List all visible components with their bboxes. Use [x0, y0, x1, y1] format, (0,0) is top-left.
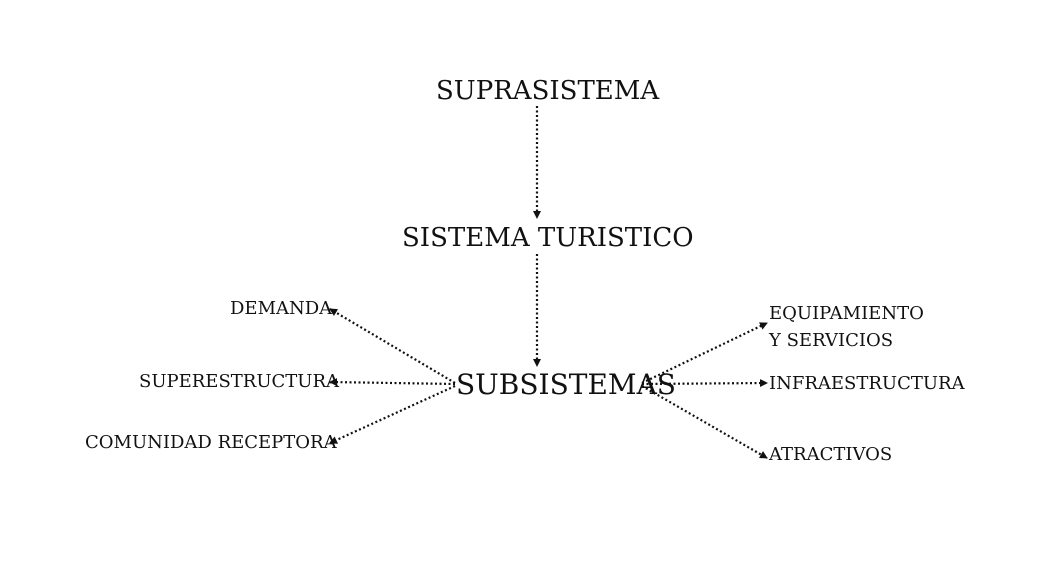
node-demanda: DEMANDA — [230, 298, 333, 319]
node-sistema-turistico: SISTEMA TURISTICO — [402, 223, 694, 253]
node-equipamiento-y-servicios: EQUIPAMIENTO Y SERVICIOS — [769, 300, 924, 354]
arrow-subsistemas-to-demanda — [329, 308, 456, 384]
node-subsistemas: SUBSISTEMAS — [456, 368, 676, 401]
arrow-subsistemas-to-atractivos — [641, 385, 768, 459]
node-infraestructura: INFRAESTRUCTURA — [769, 373, 965, 394]
node-comunidad-receptora: COMUNIDAD RECEPTORA — [85, 432, 337, 453]
node-atractivos: ATRACTIVOS — [769, 444, 893, 465]
arrow-subsistemas-to-infraestructura — [641, 379, 768, 388]
arrow-subsistemas-to-equipamiento — [641, 322, 768, 384]
node-superestructura: SUPERESTRUCTURA — [139, 371, 340, 392]
node-equipamiento-line2: Y SERVICIOS — [769, 330, 894, 351]
node-suprasistema: SUPRASISTEMA — [436, 76, 660, 106]
arrow-subsistemas-to-comunidad — [329, 384, 456, 445]
arrow-subsistemas-to-superestructura — [329, 378, 456, 387]
node-equipamiento-line1: EQUIPAMIENTO — [769, 303, 924, 324]
